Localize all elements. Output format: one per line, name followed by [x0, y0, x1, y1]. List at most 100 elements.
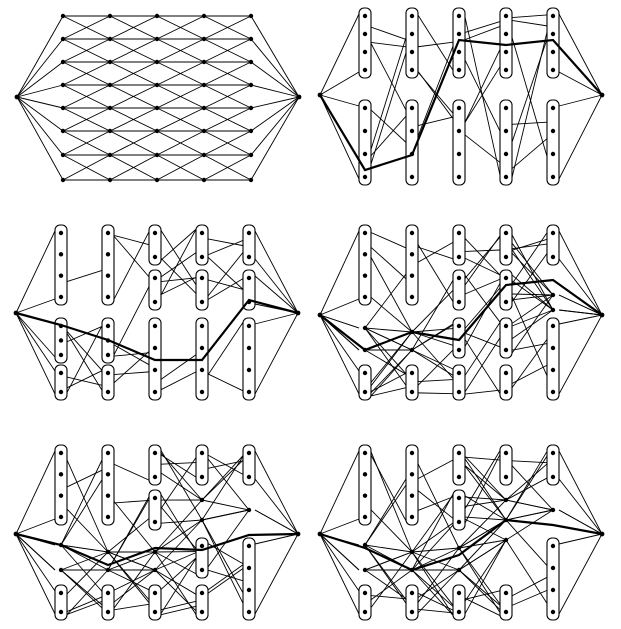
edge [558, 94, 603, 107]
vertex-group [195, 269, 209, 311]
edge [319, 450, 360, 535]
edge [464, 539, 507, 602]
edge [160, 454, 197, 478]
edge [511, 138, 548, 169]
edge [511, 234, 554, 311]
vertex [58, 338, 64, 343]
edge [207, 458, 250, 511]
edge [511, 37, 548, 157]
edge [66, 370, 103, 389]
vertex [456, 128, 462, 134]
vertex [107, 13, 113, 19]
vertex-group [405, 99, 419, 186]
vertex-group [242, 444, 256, 486]
edge [254, 478, 299, 535]
edge [319, 518, 360, 535]
vertex [362, 105, 368, 111]
vertex [60, 177, 66, 183]
edge [364, 349, 407, 375]
vertex [362, 31, 368, 37]
vertex-group [54, 224, 68, 306]
edge [458, 547, 501, 605]
edge [411, 290, 454, 333]
edge [160, 276, 197, 295]
edge [464, 25, 501, 41]
vertex [409, 252, 415, 257]
edge [207, 252, 244, 297]
edge [511, 309, 554, 340]
edge [558, 294, 603, 316]
edge [511, 293, 554, 296]
edge [254, 230, 299, 314]
vertex-group [101, 584, 115, 621]
vertex-group [148, 317, 162, 401]
edge [201, 509, 250, 521]
vertex [246, 230, 252, 236]
vertex-group [148, 224, 162, 266]
vertex [503, 517, 509, 523]
edge [160, 229, 197, 296]
vertex [199, 567, 205, 573]
edge [254, 275, 299, 314]
vertex [456, 323, 462, 329]
vertex-group [405, 224, 419, 306]
vertex [503, 105, 509, 111]
vertex-group [546, 224, 560, 266]
edge [505, 539, 548, 604]
vertex [409, 105, 415, 111]
vertex [201, 177, 207, 183]
vertex-group [242, 224, 256, 266]
vertex [362, 542, 368, 548]
vertex [154, 36, 160, 42]
edge [464, 249, 501, 252]
vertex [550, 230, 556, 236]
vertex-group [101, 364, 115, 401]
vertex-group [499, 444, 513, 486]
vertex [105, 252, 111, 257]
edge [160, 462, 197, 465]
vertex [107, 177, 113, 183]
vertex-group [546, 537, 560, 621]
vertex [152, 549, 158, 555]
vertex [550, 49, 556, 55]
edge [60, 551, 109, 571]
vertex-group [358, 99, 372, 186]
edge [113, 569, 156, 591]
edge [511, 294, 554, 301]
edge [319, 94, 360, 107]
vertex [409, 472, 415, 477]
edge [60, 544, 109, 553]
edge [60, 479, 103, 546]
edge [16, 61, 64, 98]
edge [464, 337, 501, 393]
edge [250, 38, 300, 98]
edge [160, 494, 197, 552]
edge [364, 327, 407, 386]
vertex [199, 345, 205, 351]
vertex [456, 519, 462, 525]
edge [411, 524, 454, 571]
edge [207, 568, 244, 594]
vertex-group [148, 444, 162, 486]
vertex-group [452, 224, 466, 266]
edge [66, 376, 103, 386]
edge [109, 38, 158, 63]
vertex [550, 174, 556, 180]
vertex [105, 370, 111, 376]
vertex [550, 31, 556, 37]
vertex-group [499, 584, 513, 621]
edge [511, 589, 548, 606]
vertex [409, 49, 415, 55]
vertex [550, 389, 556, 395]
edge [511, 121, 548, 125]
edge [154, 499, 203, 553]
edge [154, 552, 197, 571]
vertex [362, 347, 368, 353]
edge [160, 472, 203, 501]
sink-vertex [295, 531, 301, 537]
edge [370, 569, 413, 601]
edge [417, 241, 454, 263]
edge [464, 257, 501, 276]
